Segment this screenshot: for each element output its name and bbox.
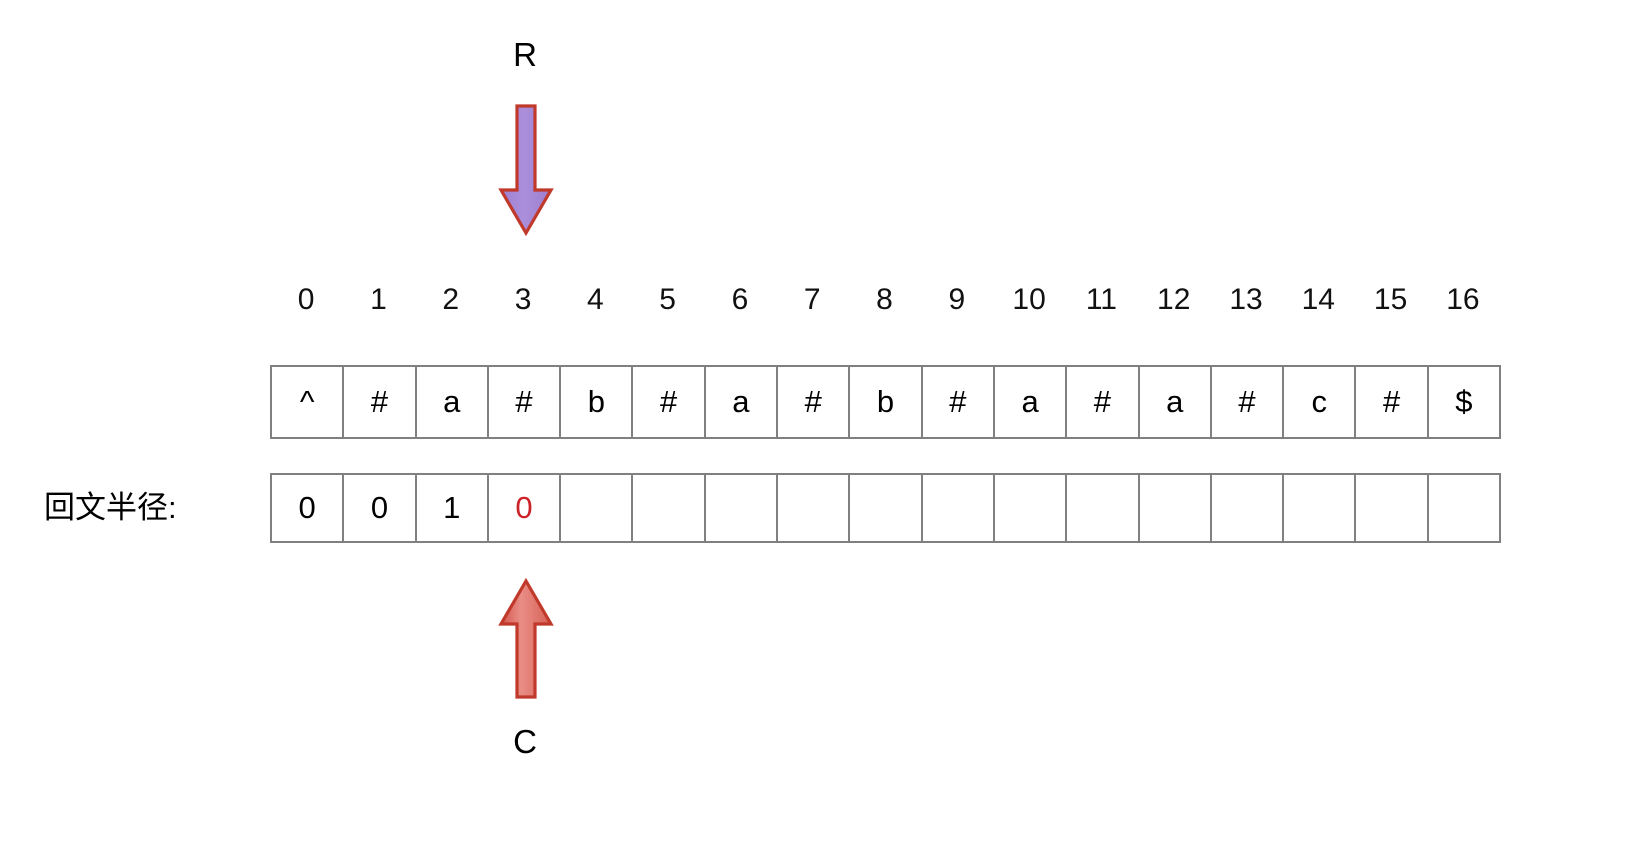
index-cell: 3: [514, 283, 532, 316]
radius-cell[interactable]: [1284, 475, 1357, 541]
string-cell[interactable]: #: [488, 367, 562, 437]
radius-row: 0 0 1 0: [270, 473, 1502, 543]
radius-cell[interactable]: [922, 475, 995, 541]
radius-cell[interactable]: [1139, 475, 1212, 541]
center-label: C: [513, 723, 537, 760]
string-cell[interactable]: a: [1139, 367, 1212, 437]
radius-cell[interactable]: [850, 475, 923, 541]
index-cell: 14: [1301, 283, 1335, 316]
index-cell: 13: [1229, 283, 1263, 316]
index-cell: 7: [803, 283, 821, 316]
string-cell[interactable]: #: [1211, 367, 1285, 437]
index-cell: 0: [297, 283, 315, 316]
index-cell: 1: [370, 283, 387, 316]
index-cell: 10: [1012, 283, 1046, 316]
string-cell[interactable]: a: [705, 367, 779, 437]
index-cell: 16: [1446, 283, 1480, 316]
radius-cell[interactable]: [778, 475, 851, 541]
string-cell[interactable]: a: [994, 367, 1068, 437]
index-cell: 4: [586, 283, 604, 316]
radius-cell[interactable]: [561, 475, 634, 541]
arrow-up-icon: [497, 577, 555, 700]
radius-cell[interactable]: [994, 475, 1068, 541]
string-cell[interactable]: #: [1356, 367, 1429, 437]
index-cell: 12: [1157, 283, 1191, 316]
index-cell: 11: [1085, 283, 1117, 316]
index-header-row: 0 1 2 3 4 5 6 7 8 9 10 11 12 13 14 15 16: [270, 281, 1499, 319]
radius-cell-highlighted[interactable]: 0: [488, 475, 562, 541]
radius-cell[interactable]: [633, 475, 706, 541]
string-cell[interactable]: ^: [272, 367, 345, 437]
radius-cell[interactable]: [1428, 475, 1502, 541]
radius-cell[interactable]: 1: [416, 475, 489, 541]
index-cell: 9: [948, 283, 966, 316]
index-cell: 2: [442, 283, 460, 316]
string-cell[interactable]: a: [416, 367, 489, 437]
arrow-down-icon: [497, 104, 555, 237]
radius-cell[interactable]: [705, 475, 779, 541]
radius-cell[interactable]: 0: [344, 475, 417, 541]
radius-cell[interactable]: [1356, 475, 1429, 541]
string-cell[interactable]: c: [1284, 367, 1357, 437]
right-boundary-label: R: [513, 36, 537, 73]
string-cell[interactable]: #: [922, 367, 995, 437]
radius-cell[interactable]: 0: [272, 475, 345, 541]
index-cell: 5: [659, 283, 676, 316]
string-cell[interactable]: #: [633, 367, 706, 437]
radius-cell[interactable]: [1067, 475, 1140, 541]
string-row: ^ # a # b # a # b # a # a # c # $: [270, 365, 1502, 439]
radius-cell[interactable]: [1211, 475, 1285, 541]
string-cell[interactable]: b: [561, 367, 634, 437]
index-cell: 8: [876, 283, 893, 316]
string-cell[interactable]: $: [1428, 367, 1502, 437]
index-cell: 15: [1373, 283, 1408, 316]
palindrome-radius-label: 回文半径:: [44, 490, 177, 525]
index-cell: 6: [731, 283, 749, 316]
string-cell[interactable]: #: [778, 367, 851, 437]
string-cell[interactable]: b: [850, 367, 923, 437]
string-cell[interactable]: #: [344, 367, 417, 437]
string-cell[interactable]: #: [1067, 367, 1140, 437]
